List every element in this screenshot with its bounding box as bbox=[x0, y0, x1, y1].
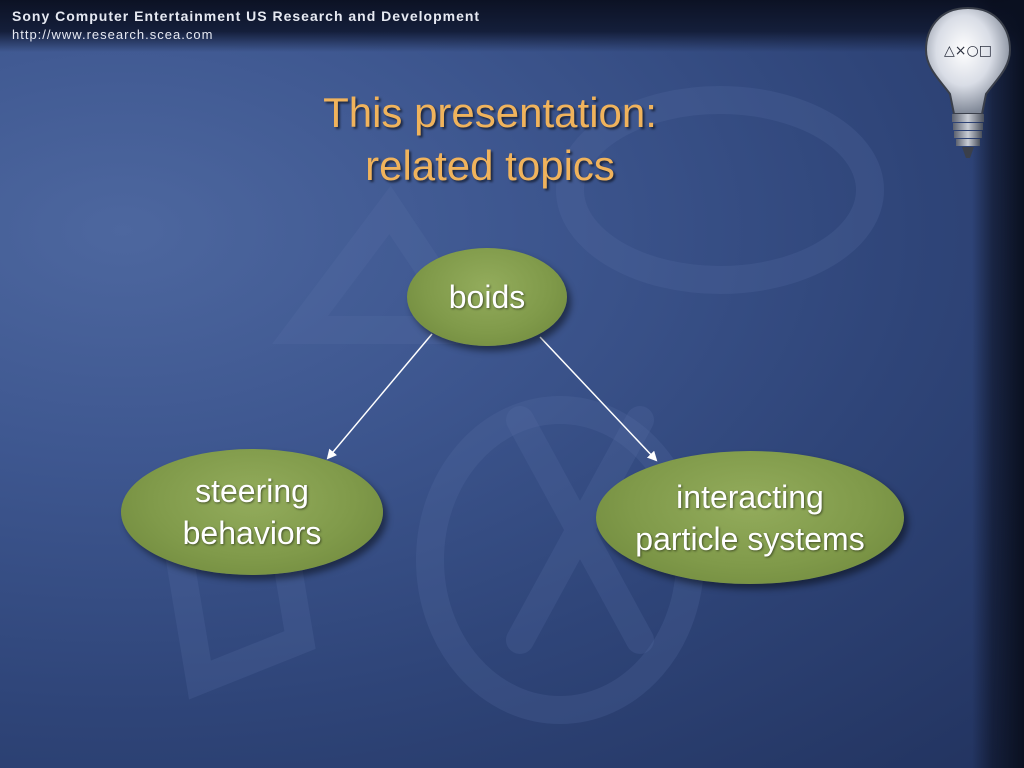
node-label: particle systems bbox=[635, 520, 865, 557]
header-bar: Sony Computer Entertainment US Research … bbox=[0, 0, 1024, 52]
title-line: This presentation: bbox=[323, 89, 657, 136]
node-interacting-particle-systems: interacting particle systems bbox=[596, 451, 904, 584]
organization-name: Sony Computer Entertainment US Research … bbox=[12, 8, 481, 24]
background-cross-shape bbox=[506, 406, 654, 654]
lightbulb-icon: △×○□ bbox=[924, 6, 1012, 158]
arrow-boids-to-steering bbox=[326, 333, 433, 460]
arrow-boids-to-interacting bbox=[539, 336, 658, 462]
node-label: interacting bbox=[676, 478, 824, 515]
logo-symbols: △×○□ bbox=[944, 43, 992, 59]
title-line: related topics bbox=[365, 142, 615, 189]
organization-url: http://www.research.scea.com bbox=[12, 27, 214, 42]
slide-title: This presentation: related topics bbox=[240, 86, 740, 192]
node-label: boids bbox=[448, 279, 526, 315]
node-boids: boids bbox=[407, 248, 567, 346]
background-circle-shape bbox=[556, 86, 884, 294]
node-label: behaviors bbox=[182, 515, 322, 551]
node-label: steering bbox=[195, 473, 309, 509]
node-steering-behaviors: steering behaviors bbox=[121, 449, 383, 575]
